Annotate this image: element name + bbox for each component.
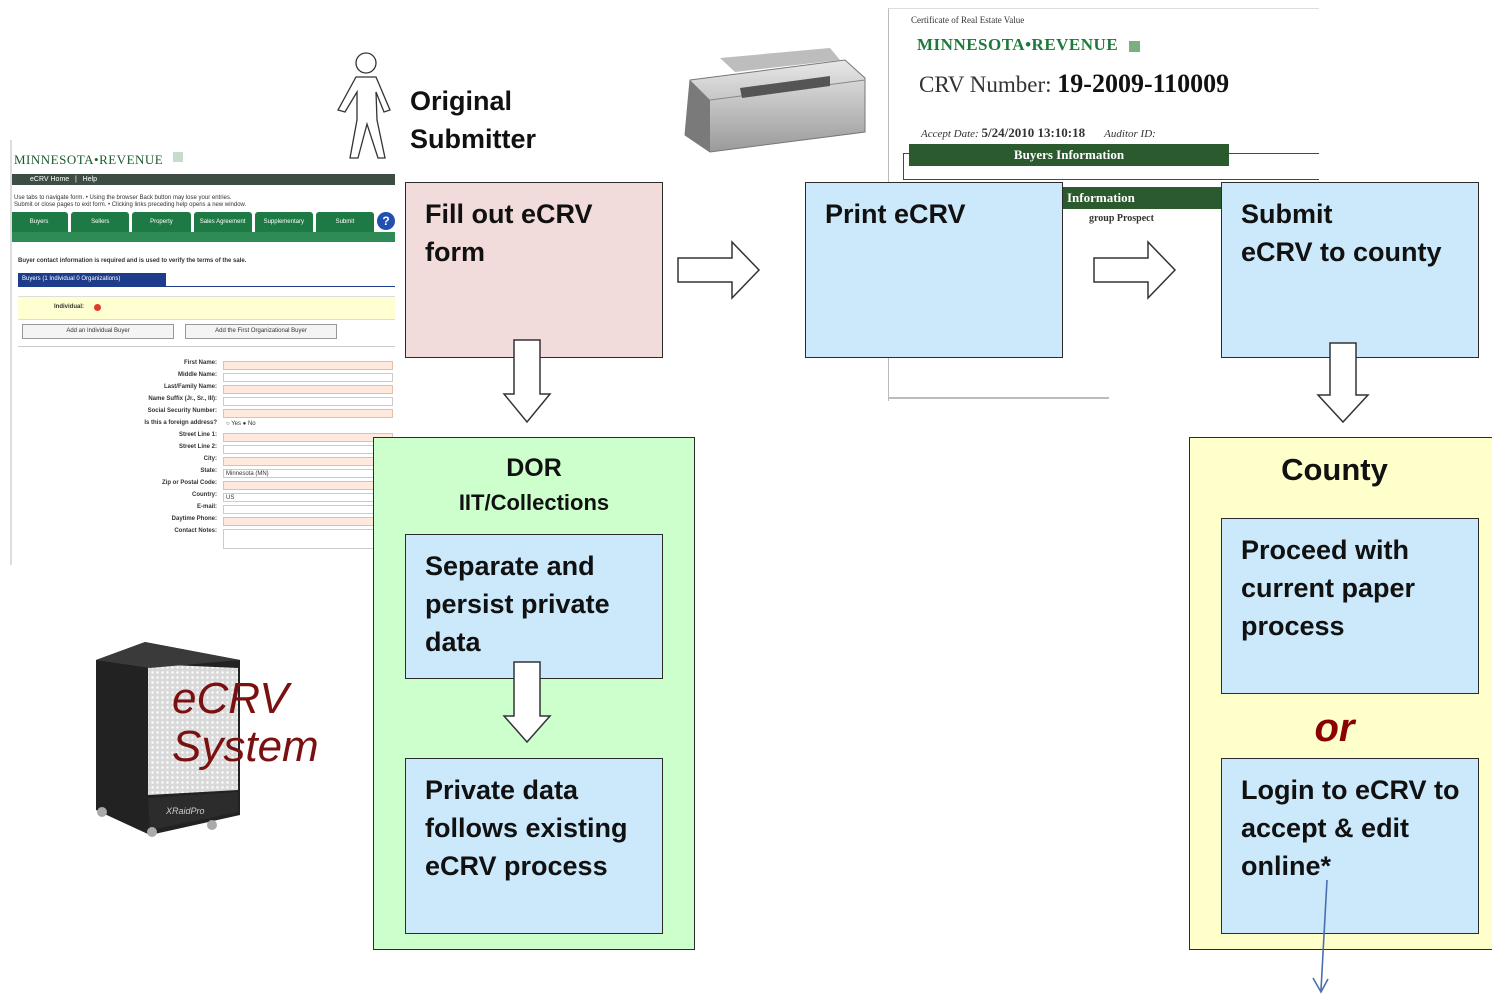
first-name-input[interactable] (223, 361, 393, 370)
arrow-down-2 (502, 661, 552, 744)
fill-out-ecrv-step: Fill out eCRV form (405, 182, 663, 358)
form-tab-buyers[interactable]: Buyers (10, 212, 69, 232)
arrow-right-1 (677, 240, 761, 300)
form-row: First Name: (18, 360, 395, 371)
form-tab-strip (10, 232, 395, 242)
form-nav-help[interactable]: Help (82, 176, 98, 183)
name-suffix-input[interactable] (223, 397, 393, 406)
form-logo-square (173, 152, 183, 162)
person-icon (337, 52, 391, 159)
print-ecrv-step: Print eCRV (805, 182, 1063, 358)
buyers-information-header: Buyers Information (909, 144, 1229, 166)
ssn-input[interactable] (223, 409, 393, 418)
required-icon (94, 304, 101, 311)
original-submitter-label: Original Submitter (410, 86, 537, 154)
or-label: or (1314, 706, 1355, 750)
submit-ecrv-step: Submit eCRV to county (1221, 182, 1479, 358)
add-org-buyer-button[interactable]: Add the First Organizational Buyer (185, 324, 337, 339)
login-ecrv-step: Login to eCRV to accept & edit online* (1221, 758, 1479, 934)
form-row: Last/Family Name: (18, 384, 395, 395)
add-individual-buyer-button[interactable]: Add an Individual Buyer (22, 324, 174, 339)
form-tab-supplementary[interactable]: Supplementary (254, 212, 313, 232)
separate-private-data-step: Separate and persist private data (405, 534, 663, 679)
form-buyers-tab[interactable]: Buyers (1 Individual 0 Organizations) (18, 273, 166, 286)
paper-process-step: Proceed with current paper process (1221, 518, 1479, 694)
crv-number: 19-2009-110009 (1057, 69, 1230, 98)
certificate-small-title: Certificate of Real Estate Value (911, 15, 1025, 25)
form-nav-home[interactable]: eCRV Home (30, 176, 70, 183)
form-individual-band: Individual: (18, 296, 395, 320)
form-row: Middle Name: (18, 372, 395, 383)
form-tab-sellers[interactable]: Sellers (71, 212, 130, 232)
form-individual-label: Individual: (54, 304, 84, 310)
accept-date-line: Accept Date: 5/24/2010 13:10:18 Auditor … (921, 125, 1156, 140)
form-row: Is this a foreign address? ○ Yes ● No (144, 420, 256, 427)
arrow-right-2 (1093, 240, 1177, 300)
printer-icon (684, 48, 866, 153)
form-tab-submit[interactable]: Submit (315, 212, 375, 232)
ecrv-system-label: eCRV System (172, 674, 319, 771)
thin-arrow-down (1312, 879, 1329, 994)
certificate-logo: MINNESOTA•REVENUE (917, 35, 1140, 55)
form-tab-sales[interactable]: Sales Agreement (193, 212, 252, 232)
form-help-icon[interactable]: ? (377, 212, 395, 230)
server-brand: XRaidPro (166, 806, 205, 816)
form-buyer-note: Buyer contact information is required an… (18, 258, 247, 264)
private-data-process-step: Private data follows existing eCRV proce… (405, 758, 663, 934)
form-row: Name Suffix (Jr., Sr., III): (18, 396, 395, 407)
form-logo: MINNESOTA•REVENUE (14, 152, 164, 167)
county-title: County (1281, 452, 1388, 487)
arrow-down-1 (502, 339, 552, 424)
arrow-down-3 (1316, 342, 1370, 424)
form-tabs: Buyers Sellers Property Sales Agreement … (10, 212, 395, 232)
last-name-input[interactable] (223, 385, 393, 394)
form-intro-2: Submit or close pages to exit form. • Cl… (14, 202, 247, 208)
middle-name-input[interactable] (223, 373, 393, 382)
foreign-address-radio-yes[interactable]: ○ Yes ● No (226, 421, 256, 427)
form-intro-1: Use tabs to navigate form. • Using the b… (14, 195, 232, 201)
form-row: Social Security Number: (18, 408, 395, 419)
dor-subtitle: IIT/Collections (458, 490, 610, 515)
form-nav-bar: eCRV Home | Help (10, 174, 395, 185)
server-icon (96, 642, 240, 837)
certificate-row-text: group Prospect (1089, 213, 1154, 224)
form-tab-property[interactable]: Property (132, 212, 191, 232)
logo-square-icon (1128, 40, 1140, 52)
ecrv-form-screenshot: MINNESOTA•REVENUE eCRV Home | Help Use t… (10, 140, 395, 565)
dor-title: DOR (506, 454, 562, 482)
crv-number-line: CRV Number: 19-2009-110009 (919, 69, 1230, 98)
